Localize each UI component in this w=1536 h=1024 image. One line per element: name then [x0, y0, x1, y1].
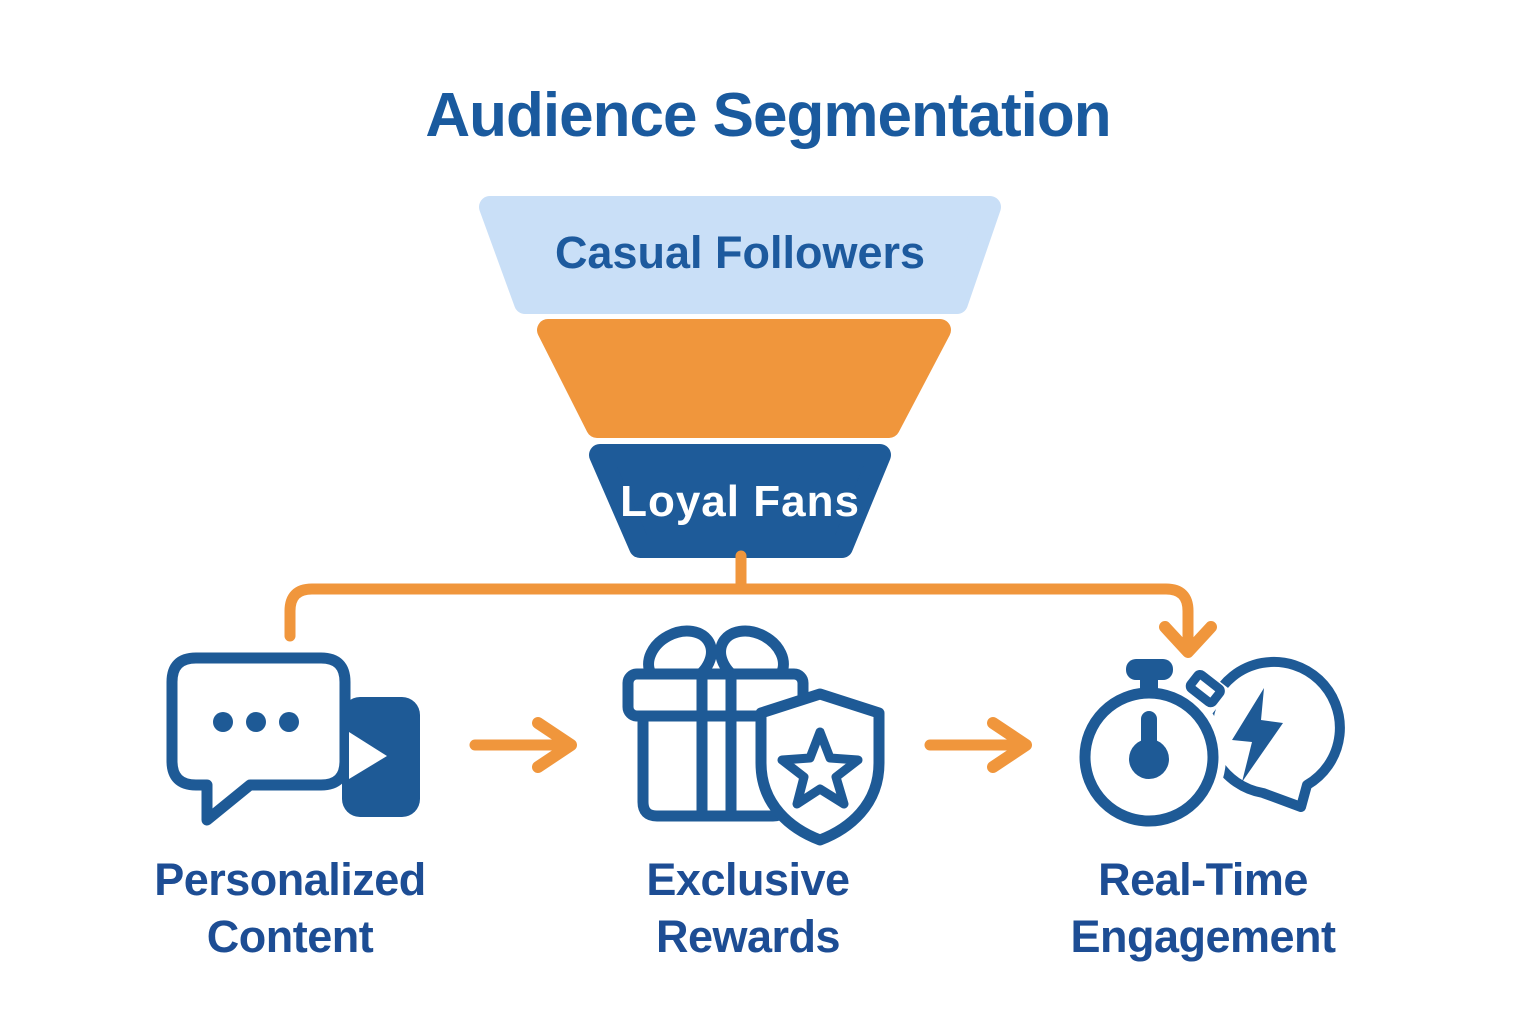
connector-arrowhead-icon [1159, 621, 1217, 658]
chat-dot [246, 712, 266, 732]
funnel-segment-middle [537, 319, 951, 438]
connector-branch [284, 583, 1194, 646]
chat-bubble [166, 652, 351, 826]
chat-dot [213, 712, 233, 732]
item-label-personalized-content: Personalized Content [154, 854, 426, 963]
flow-arrow-2 [924, 717, 1032, 773]
play-triangle [349, 732, 387, 779]
chat-play-icon [166, 652, 420, 826]
item-label-exclusive-rewards: Exclusive Rewards [646, 854, 850, 963]
stopwatch-crown [1126, 659, 1173, 680]
gift-shield-star-icon [622, 625, 885, 846]
page-title: Audience Segmentation [425, 81, 1111, 150]
funnel-segment-loyal-fans [589, 444, 891, 558]
stopwatch-hand-head [1129, 739, 1169, 779]
star [777, 727, 863, 809]
funnel-segment-casual-followers [479, 196, 1001, 314]
chat-dot [279, 712, 299, 732]
stopwatch-side-button [1185, 669, 1225, 708]
lightning-bolt [1232, 688, 1283, 782]
connector-lines [284, 550, 1217, 658]
stopwatch-crown-stem [1140, 676, 1158, 692]
flow-arrow-1 [469, 717, 577, 773]
item-label-real-time-engagement: Real-Time Engagement [1070, 854, 1336, 963]
funnel [479, 196, 1001, 558]
stopwatch-chat-lightning-icon [1072, 656, 1345, 834]
